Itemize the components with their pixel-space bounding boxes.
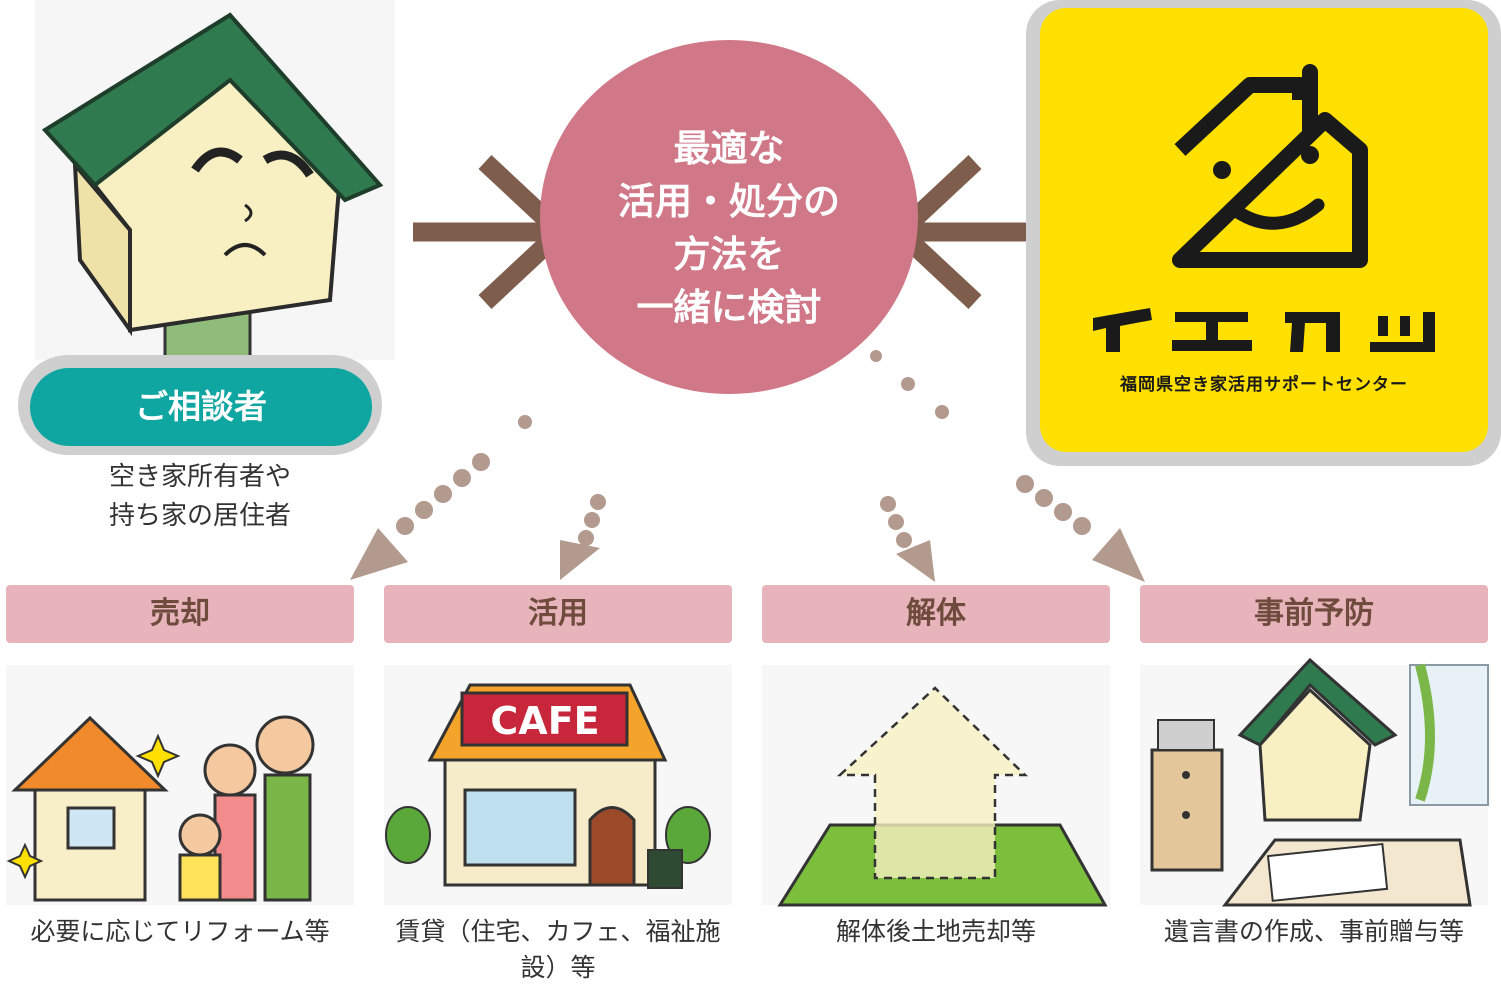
center-line-3: 方法を bbox=[673, 233, 785, 276]
category-sell: 売却 bbox=[6, 585, 354, 643]
iekatsu-logo-mark bbox=[1093, 64, 1435, 352]
will-writing-illustration bbox=[1150, 657, 1489, 907]
caption-demolish: 解体後土地売却等 bbox=[835, 917, 1036, 946]
category-demolish: 解体 bbox=[762, 585, 1110, 643]
caption-utilize: 賃貸（住宅、カフェ、福祉施設）等 bbox=[395, 917, 721, 982]
center-line-4: 一緒に検討 bbox=[636, 286, 822, 329]
cafe-illustration: CAFE bbox=[385, 683, 711, 889]
logo-wordmark bbox=[1093, 308, 1435, 352]
caption-sell: 必要に応じてリフォーム等 bbox=[30, 917, 330, 946]
consultant-description-line-1: 空き家所有者や bbox=[108, 462, 291, 492]
center-message: 最適な 活用・処分の 方法を 一緒に検討 bbox=[540, 122, 918, 334]
family-house-illustration bbox=[6, 715, 315, 902]
cafe-sign-text: CAFE bbox=[490, 699, 599, 743]
center-circle bbox=[540, 40, 918, 394]
category-illustrations: CAFE bbox=[6, 657, 1489, 907]
consultant-badge: ご相談者 bbox=[30, 368, 372, 446]
center-line-2: 活用・処分の bbox=[618, 180, 840, 223]
vacant-lot-illustration bbox=[777, 686, 1108, 907]
consultant-description-line-2: 持ち家の居住者 bbox=[108, 501, 291, 531]
category-prevention: 事前予防 bbox=[1140, 585, 1488, 643]
consultant-description: 空き家所有者や 持ち家の居住者 bbox=[80, 458, 320, 536]
category-utilize: 活用 bbox=[384, 585, 732, 643]
caption-prevention: 遺言書の作成、事前贈与等 bbox=[1163, 917, 1464, 946]
worried-house-illustration bbox=[35, 0, 395, 362]
logo-subtitle: 福岡県空き家活用サポートセンター bbox=[1120, 375, 1408, 395]
center-line-1: 最適な bbox=[673, 127, 785, 170]
